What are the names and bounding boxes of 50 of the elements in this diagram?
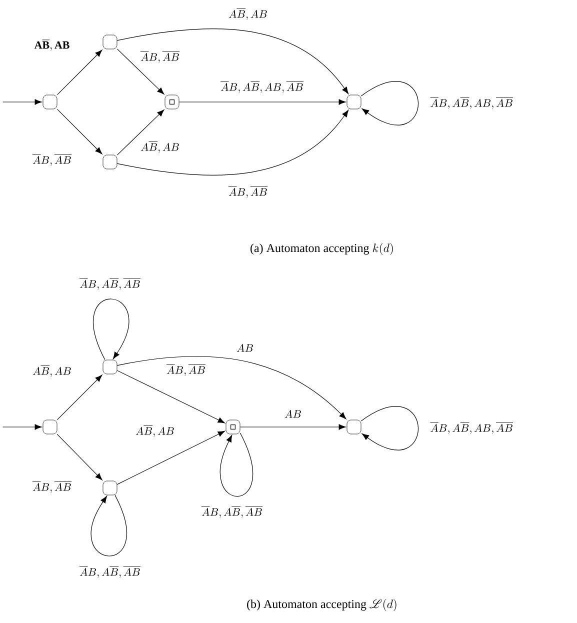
edge-label: $AB$ [235, 343, 255, 353]
state [102, 480, 118, 496]
state [346, 420, 362, 434]
state [42, 420, 58, 434]
arrow [116, 370, 225, 424]
loop-arrow [360, 81, 419, 126]
caption: $\text{(a) Automaton accepting } k(d)$ [250, 243, 393, 255]
arrow [178, 99, 346, 105]
state [102, 360, 118, 374]
arrow [56, 108, 102, 154]
arrow [116, 110, 164, 156]
start-arrow [2, 424, 42, 430]
arrow [116, 110, 349, 176]
arrow [240, 424, 346, 430]
arrow [116, 28, 349, 94]
edge-label: $\overline{A}B, A\overline{B}, AB, \overline{AB}$ [429, 421, 514, 435]
edge-label: $\overline{A}B, \overline{AB}$ [166, 363, 206, 377]
start-arrow [2, 99, 42, 105]
state [102, 34, 118, 50]
loop-arrow [90, 494, 127, 556]
loop-arrow [360, 406, 419, 450]
arrow [116, 430, 225, 485]
edge-label: $\overline{A}B, A\overline{B}, \overline{AB}$ [78, 277, 142, 291]
edge-label: $A\overline{B}, AB$ [228, 7, 268, 21]
arrow [116, 356, 346, 420]
edge-label: $\overline{A}B, A\overline{B}, AB, \overline{AB}$ [220, 80, 304, 94]
state [102, 154, 118, 170]
loop-arrow [93, 298, 130, 360]
edge-label: $A\overline{B}, AB$ [134, 424, 176, 438]
arrow [56, 434, 102, 480]
edge-label: $\overline{A}B, \overline{AB}$ [228, 185, 268, 199]
edge-label: $A\overline{B}, AB$ [140, 140, 180, 154]
edge-label: $\mathbf{A\overline{B}}, \mathbf{AB}$ [33, 38, 71, 52]
caption: $\text{(b) Automaton accepting } \mathscr{L}(d)$ [247, 599, 396, 611]
edge-label: $\overline{A}B, A\overline{B}, \overline{AB}$ [200, 505, 264, 519]
edge-label: $AB$ [283, 409, 303, 419]
accepting-state [226, 420, 240, 434]
arrow [56, 374, 102, 420]
state [42, 94, 58, 110]
edge-label: $\overline{A}B, A\overline{B}, \overline{AB}$ [78, 565, 142, 579]
arrow [116, 48, 164, 94]
loop-arrow [220, 432, 253, 497]
arrow [56, 50, 102, 96]
edge-label: $\overline{A}B, A\overline{B}, AB, \overline{AB}$ [429, 96, 514, 110]
edge-label: $A\overline{B}, AB$ [32, 364, 72, 378]
edge-label: $\overline{A}B, \overline{AB}$ [32, 480, 72, 494]
edge-label: $\overline{A}B, \overline{AB}$ [140, 50, 180, 64]
state [346, 94, 362, 110]
accepting-state [164, 94, 180, 110]
edge-label: $\overline{A}B, \overline{AB}$ [32, 153, 72, 167]
